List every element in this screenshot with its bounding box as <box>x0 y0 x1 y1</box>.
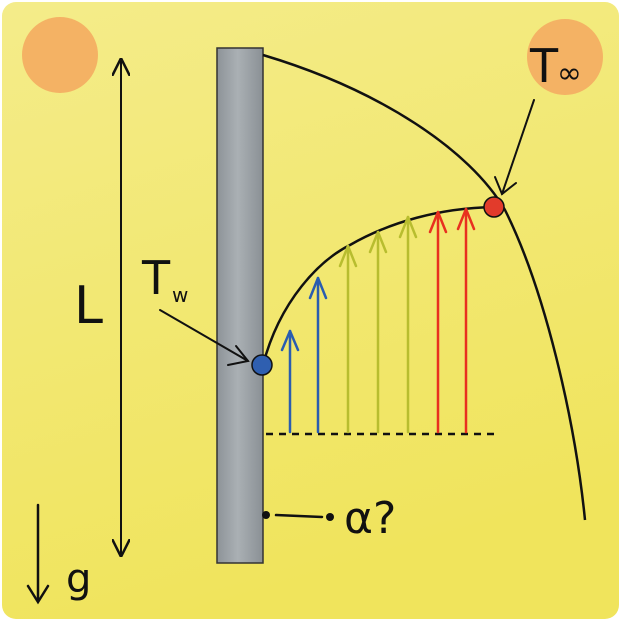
corner-circle-top-right <box>527 19 603 95</box>
ambient-temperature-subscript: ∞ <box>557 56 582 91</box>
velocity-arrow-1 <box>280 329 300 434</box>
wall-temperature-subscript: w <box>172 283 188 307</box>
velocity-arrow-4 <box>368 230 388 434</box>
wall-temperature-point <box>251 354 273 376</box>
boundary-layer-outer-curve <box>262 53 587 521</box>
ambient-temperature-point <box>483 196 505 218</box>
coefficient-question: α? <box>262 493 396 544</box>
ambient-temperature-pointer <box>494 99 535 196</box>
coefficient-label: α? <box>344 493 396 544</box>
coefficient-start-dot <box>262 511 270 519</box>
velocity-arrow-3 <box>338 244 358 434</box>
length-label: L <box>74 276 103 336</box>
wall-temperature-label: T <box>141 251 171 305</box>
velocity-arrow-5 <box>398 215 418 434</box>
velocity-arrow-7 <box>456 207 476 434</box>
wall-temperature-pointer <box>159 309 250 366</box>
gravity-arrow <box>26 503 50 605</box>
velocity-arrows <box>280 207 476 434</box>
corner-circle-top-left <box>22 17 98 93</box>
vertical-plate <box>216 47 264 564</box>
velocity-arrow-6 <box>428 210 448 434</box>
gravity-label: g <box>66 556 91 602</box>
velocity-arrow-2 <box>308 276 328 434</box>
coefficient-end-dot <box>326 513 334 521</box>
ambient-temperature-label: T <box>529 39 559 93</box>
velocity-profile-curve <box>261 205 495 366</box>
